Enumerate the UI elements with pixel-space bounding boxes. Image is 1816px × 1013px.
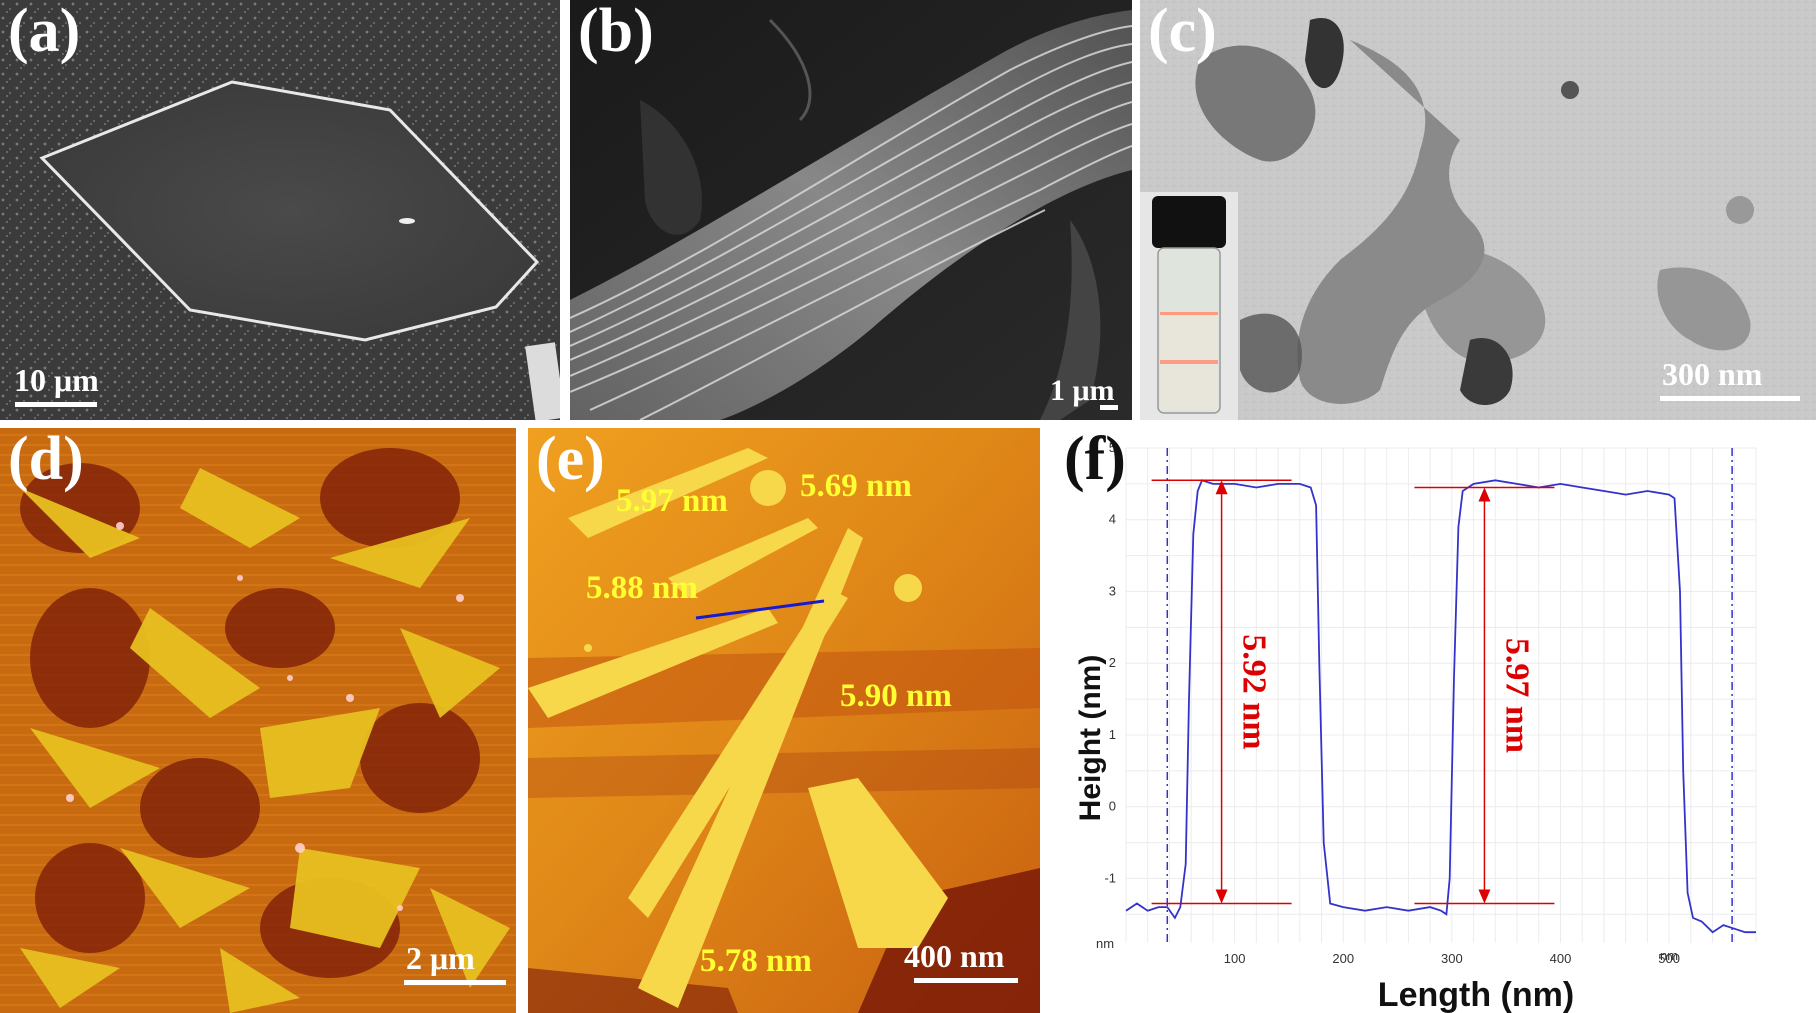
panel-e-scale-bar <box>914 978 1018 983</box>
chart-ticks: 100 200 300 400 500 -1 0 1 2 3 4 5 <box>1104 440 1680 966</box>
panel-a-sem-image: (a) 10 μm <box>0 0 560 420</box>
height-label-4: 5.90 nm <box>840 678 952 714</box>
y-tick-label: 2 <box>1109 655 1116 670</box>
panel-b-label: (b) <box>578 0 654 65</box>
chart-reference-lines <box>1166 448 1733 943</box>
panel-c-scale-bar-label: 300 nm <box>1662 356 1763 392</box>
y-tick-label: 3 <box>1109 583 1116 598</box>
hexagonal-flake-image <box>0 0 560 420</box>
x-tick-label: 100 <box>1224 951 1246 966</box>
height-label-1: 5.97 nm <box>616 483 728 519</box>
chart-series <box>1125 479 1756 934</box>
x-unit-label: nm <box>1660 948 1678 963</box>
panel-e-scale-bar-label: 400 nm <box>904 938 1005 974</box>
y-unit-label: nm <box>1096 936 1114 951</box>
height-label-2: 5.69 nm <box>800 468 912 504</box>
height-label-5: 5.78 nm <box>700 943 812 979</box>
x-tick-label: 200 <box>1332 951 1354 966</box>
y-tick-label: 5 <box>1109 440 1116 455</box>
chart-grid <box>1125 447 1757 943</box>
y-tick-label: 1 <box>1109 727 1116 742</box>
height-profile-svg: 5.92 nm 5.97 nm 100 200 300 400 500 -1 0 1 2 3 4 5 L… <box>1074 440 1757 1013</box>
panel-c-label: (c) <box>1148 0 1217 65</box>
annotation-arrowhead-top <box>1478 487 1491 502</box>
afm-zoom-image <box>528 428 1040 1013</box>
panel-d-afm-image: (d) 2 μm <box>0 428 516 1013</box>
panel-f-label: (f) <box>1064 428 1126 493</box>
panel-e-afm-image: (e) 5.97 nm 5.69 nm 5.88 nm 5.90 nm 5.78… <box>528 428 1040 1013</box>
annotation-height-label: 5.92 nm <box>1236 634 1273 749</box>
annotation-arrowhead-bottom <box>1215 889 1228 904</box>
profile-series-line <box>1125 479 1756 934</box>
x-tick-label: 400 <box>1550 951 1572 966</box>
panel-a-label: (a) <box>8 0 81 65</box>
panel-d-label: (d) <box>8 428 84 493</box>
tem-nanosheets-image <box>1140 0 1816 420</box>
layered-sheets-image <box>570 0 1132 420</box>
annotation-height-label: 5.97 nm <box>1498 638 1535 753</box>
annotation-arrowhead-top <box>1215 480 1228 495</box>
panel-a-scale-bar <box>15 402 97 407</box>
x-tick-label: 500 <box>1658 951 1680 966</box>
panel-a-scale-bar-label: 10 μm <box>14 362 99 398</box>
y-tick-label: -1 <box>1104 870 1116 885</box>
profile-line-marker <box>695 599 825 620</box>
y-axis-label: Height (nm) <box>1074 655 1107 822</box>
chart-annotations: 5.92 nm 5.97 nm <box>1151 479 1555 905</box>
panel-d-scale-bar <box>404 980 506 985</box>
panel-b-scale-bar-label: 1 μm <box>1050 374 1115 407</box>
y-tick-label: 0 <box>1109 799 1116 814</box>
x-tick-label: 300 <box>1441 951 1463 966</box>
afm-overview-image <box>0 428 516 1013</box>
x-axis-label: Length (nm) <box>1378 976 1574 1013</box>
y-tick-label: 4 <box>1109 512 1116 527</box>
panel-f-height-profile-chart: 5.92 nm 5.97 nm 100 200 300 400 500 -1 0 1 2 3 4 5 L… <box>1056 428 1816 1013</box>
panel-c-scale-bar <box>1660 396 1800 401</box>
panel-d-scale-bar-label: 2 μm <box>406 940 475 976</box>
panel-b-scale-bar <box>1100 405 1118 410</box>
panel-b-sem-image: (b) 1 μm <box>570 0 1132 420</box>
vial-inset <box>1140 192 1238 420</box>
panel-e-label: (e) <box>536 428 605 493</box>
panel-c-tem-image: (c) 300 nm <box>1140 0 1816 420</box>
annotation-arrowhead-bottom <box>1478 889 1491 904</box>
height-label-3: 5.88 nm <box>586 570 698 606</box>
